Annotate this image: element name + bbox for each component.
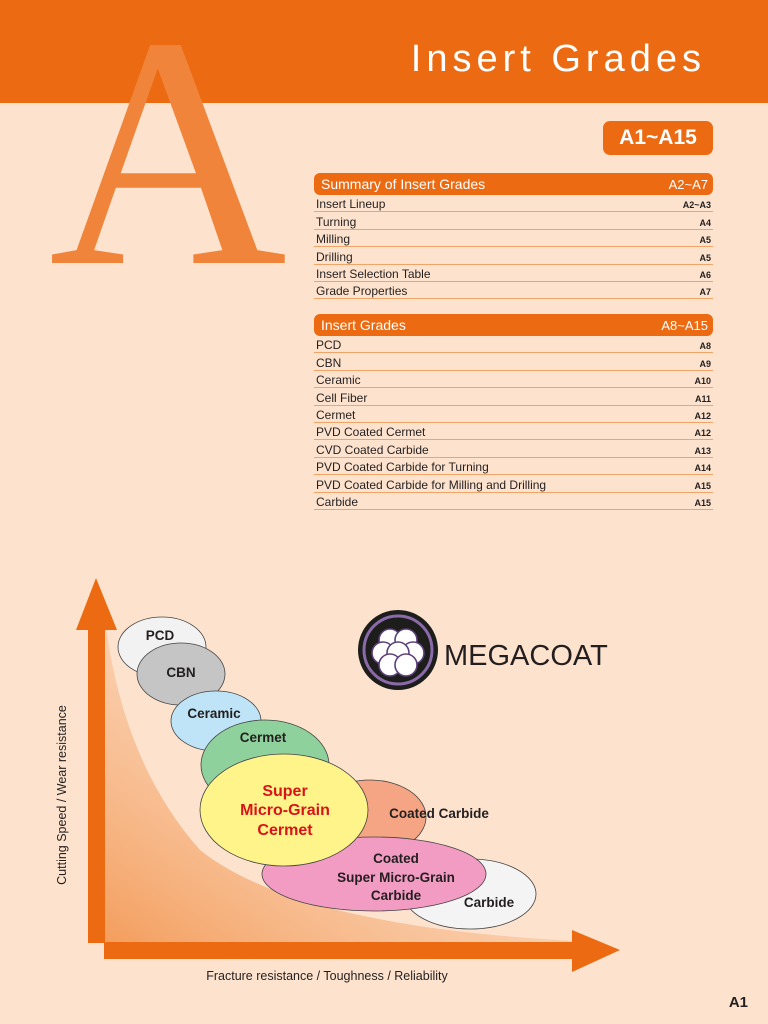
toc-row-page: A15 [694, 497, 711, 508]
toc-row[interactable]: PVD Coated Carbide for Turning A14 [314, 458, 713, 476]
toc-row[interactable]: Grade Properties A7 [314, 282, 713, 300]
toc-row-page: A6 [699, 269, 711, 280]
summary-toc: Summary of Insert Grades A2~A7 Insert Li… [314, 173, 713, 300]
toc-row-label: Insert Selection Table [316, 266, 431, 281]
toc-row-label: Cell Fiber [316, 390, 368, 405]
x-axis-label: Fracture resistance / Toughness / Reliab… [206, 969, 448, 983]
toc-row-label: CBN [316, 355, 342, 370]
page-title: Insert Grades [410, 38, 706, 80]
toc-row-page: A14 [694, 463, 711, 474]
toc-row-page: A12 [694, 410, 711, 421]
toc-row[interactable]: Insert Selection Table A6 [314, 265, 713, 282]
toc-row-page: A7 [699, 287, 711, 298]
toc-row[interactable]: PVD Coated Cermet A12 [314, 423, 713, 441]
toc-row[interactable]: Ceramic A10 [314, 371, 713, 389]
toc-row[interactable]: Drilling A5 [314, 247, 713, 265]
toc-row[interactable]: CVD Coated Carbide A13 [314, 440, 713, 458]
page-number: A1 [728, 994, 748, 1011]
toc-row-page: A4 [699, 217, 711, 228]
toc-row-label: Milling [316, 232, 351, 247]
super-micro-grain-cermet-line-3: Cermet [257, 822, 313, 839]
super-micro-grain-cermet-line-1: Super [262, 783, 307, 800]
x-axis-arrow [104, 942, 574, 959]
super-micro-grain-carbide-line-1: Coated [373, 851, 419, 866]
toc-row-label: Drilling [316, 249, 353, 264]
megacoat-logo: MEGACOAT [358, 610, 608, 690]
super-micro-grain-cermet-region [199, 753, 369, 867]
toc-row-label: Cermet [316, 407, 356, 422]
toc-row-label: Turning [316, 214, 357, 229]
toc-row-page: A9 [699, 358, 711, 369]
toc-row-page: A12 [694, 428, 711, 439]
chapter-letter: A [48, 0, 288, 335]
y-axis-label: Cutting Speed / Wear resistance [55, 705, 69, 885]
toc-row-label: Insert Lineup [316, 197, 386, 212]
toc-row-label: Ceramic [316, 373, 361, 388]
toc-row-label: CVD Coated Carbide [316, 442, 429, 457]
toc-row-label: PVD Coated Carbide for Turning [316, 460, 489, 475]
toc-row[interactable]: Insert Lineup A2~A3 [314, 195, 713, 213]
y-axis-arrow [88, 628, 105, 943]
toc-row-label: PVD Coated Carbide for Milling and Drill… [316, 477, 547, 492]
toc-row[interactable]: Carbide A15 [314, 493, 713, 510]
toc-row[interactable]: Cell Fiber A11 [314, 388, 713, 406]
coated-carbide-label: Coated Carbide [389, 806, 489, 821]
megacoat-logo-text: MEGACOAT [444, 640, 608, 672]
toc-row-page: A13 [694, 445, 711, 456]
toc-row-page: A5 [699, 252, 711, 263]
ceramic-label: Ceramic [187, 706, 241, 721]
toc-row-page: A2~A3 [682, 200, 711, 211]
toc-row[interactable]: Milling A5 [314, 230, 713, 248]
toc-row-label: Grade Properties [316, 284, 408, 299]
toc-row-page: A15 [694, 480, 711, 491]
super-micro-grain-carbide-line-3: Carbide [371, 888, 422, 903]
summary-heading[interactable]: Summary of Insert Grades A2~A7 [314, 173, 713, 195]
toc-row-label: PVD Coated Cermet [316, 425, 426, 440]
toc-row[interactable]: CBN A9 [314, 353, 713, 371]
toc-row[interactable]: PCD A8 [314, 336, 713, 354]
cermet-label: Cermet [240, 730, 287, 745]
grades-heading[interactable]: Insert Grades A8~A15 [314, 314, 713, 336]
header-band [0, 0, 768, 103]
toc-row-label: PCD [316, 338, 342, 353]
toc-row[interactable]: Turning A4 [314, 212, 713, 230]
carbide-label: Carbide [464, 895, 515, 910]
toc-row-page: A11 [694, 393, 711, 404]
toc-row[interactable]: Cermet A12 [314, 406, 713, 423]
super-micro-grain-carbide-line-2: Super Micro-Grain [337, 870, 455, 885]
toc-row-page: A5 [699, 235, 711, 246]
super-micro-grain-cermet-line-2: Micro-Grain [240, 802, 330, 819]
cbn-label: CBN [166, 665, 195, 680]
toc-row[interactable]: PVD Coated Carbide for Milling and Drill… [314, 475, 713, 493]
page-range-badge: A1~A15 [603, 121, 713, 155]
pcd-label: PCD [146, 628, 175, 643]
toc-row-page: A8 [699, 341, 711, 352]
grade-diagram: Cutting Speed / Wear resistance Fracture… [55, 578, 620, 983]
toc-row-label: Carbide [316, 494, 359, 509]
toc-row-page: A10 [694, 376, 711, 387]
